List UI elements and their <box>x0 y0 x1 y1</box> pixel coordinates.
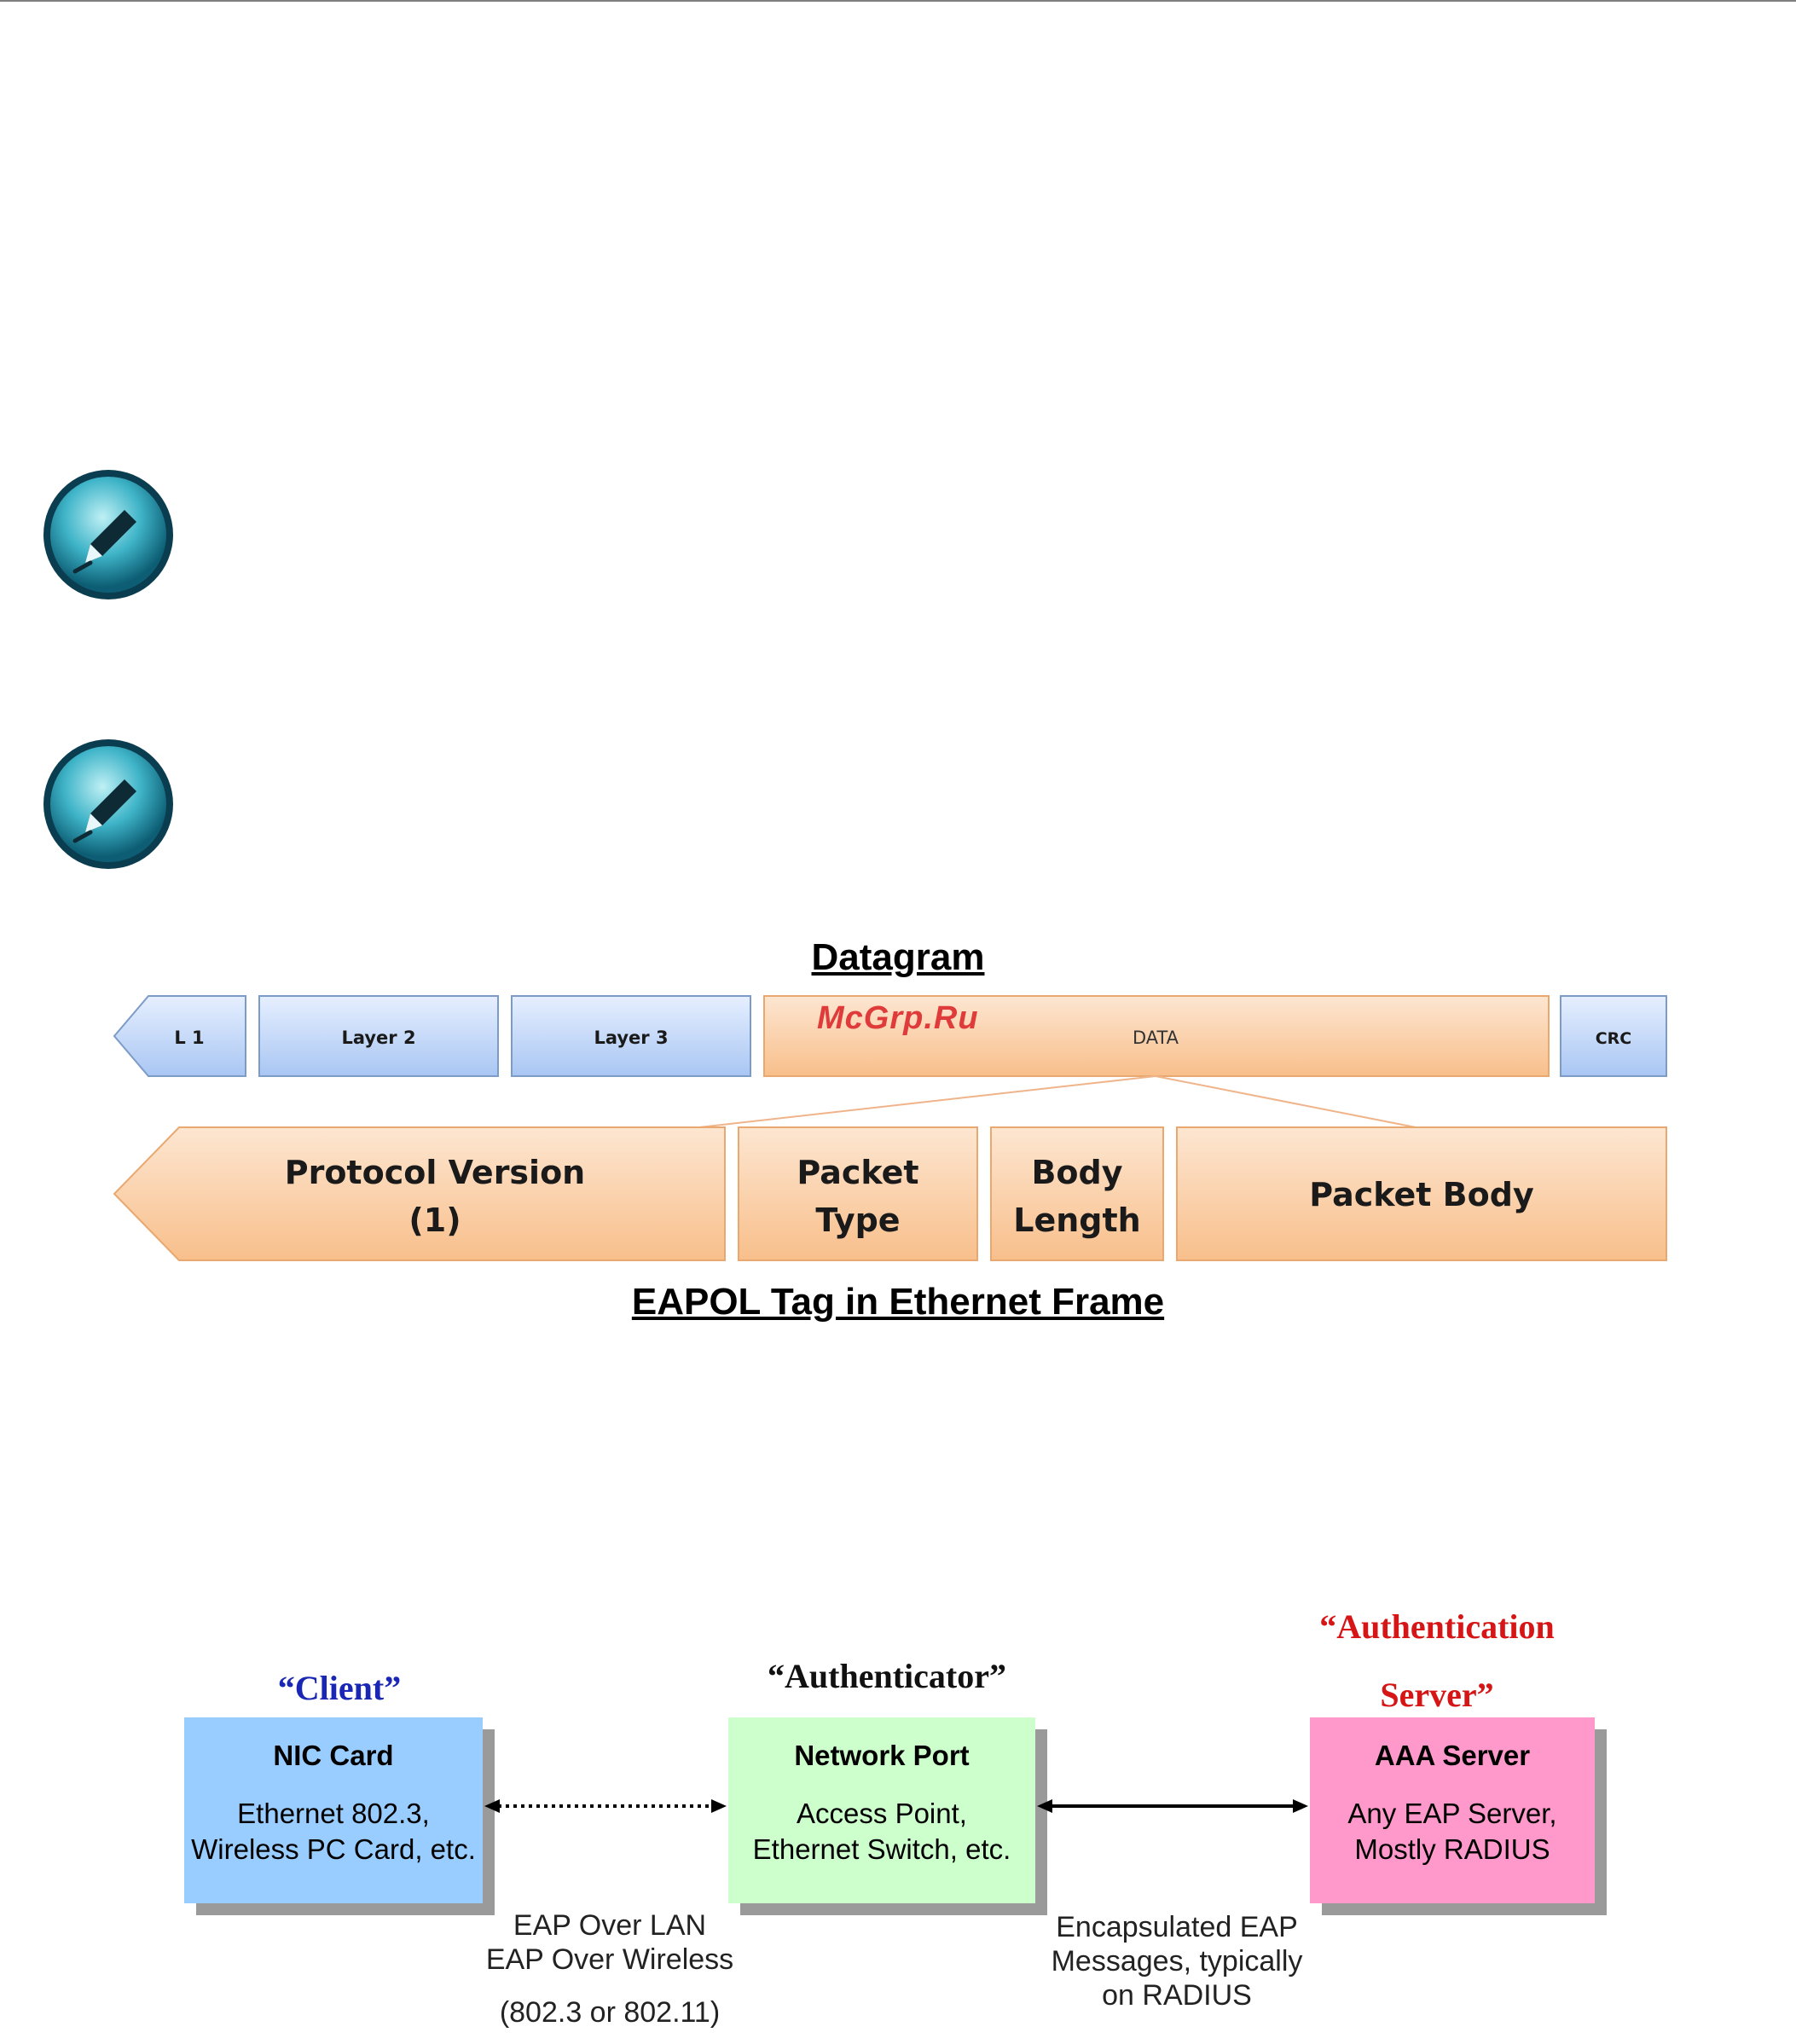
field-body-length: Body Length <box>990 1126 1164 1261</box>
note-pencil-icon <box>43 470 173 599</box>
expand-line-right <box>1155 1075 1417 1128</box>
segment-l1-label: L 1 <box>174 1028 204 1048</box>
link-note-line1: Encapsulated EAP <box>1056 1911 1298 1943</box>
field-protocol-version-line2: (1) <box>408 1202 461 1239</box>
segment-l1: L 1 <box>113 995 246 1077</box>
link-note-line1: EAP Over LAN <box>513 1909 707 1942</box>
role-server: “Authentication Server” <box>1271 1593 1603 1729</box>
box-server-desc-line1: Any EAP Server, <box>1347 1798 1557 1829</box>
eapol-frame-diagram: L 1 Layer 2 Layer 3 DATA CRC Protocol Ve… <box>113 995 1667 1261</box>
datagram-title: Datagram <box>811 936 985 978</box>
expand-line-left <box>698 1075 1156 1128</box>
segment-crc: CRC <box>1560 995 1667 1077</box>
box-server: AAA Server Any EAP Server, Mostly RADIUS <box>1310 1717 1595 1903</box>
segment-layer2: Layer 2 <box>258 995 499 1077</box>
link-note-line3: on RADIUS <box>1102 1979 1252 2012</box>
box-authenticator-desc-line2: Ethernet Switch, etc. <box>752 1833 1011 1865</box>
segment-data: DATA <box>763 995 1550 1077</box>
segment-layer2-label: Layer 2 <box>341 1028 415 1048</box>
field-body-length-line1: Body <box>1031 1154 1122 1191</box>
segment-layer3: Layer 3 <box>511 995 751 1077</box>
field-packet-type-line1: Packet <box>797 1154 918 1191</box>
eapol-caption: EAPOL Tag in Ethernet Frame <box>631 1281 1165 1323</box>
field-body-length-line2: Length <box>1013 1202 1140 1239</box>
box-server-desc: Any EAP Server, Mostly RADIUS <box>1310 1796 1595 1867</box>
box-authenticator: Network Port Access Point, Ethernet Swit… <box>728 1717 1035 1903</box>
role-server-line1: “Authentication <box>1319 1607 1555 1646</box>
watermark: McGrp.Ru <box>817 1000 979 1036</box>
box-client-title: NIC Card <box>273 1740 394 1771</box>
box-authenticator-desc-line1: Access Point, <box>797 1798 967 1829</box>
box-client-desc-line1: Ethernet 802.3, <box>237 1798 430 1829</box>
connector-authenticator-server <box>1037 1799 1308 1813</box>
field-packet-type-line2: Type <box>815 1202 900 1239</box>
box-server-title: AAA Server <box>1374 1740 1531 1771</box>
connector-client-authenticator <box>484 1799 727 1813</box>
field-protocol-version: Protocol Version (1) <box>113 1126 726 1261</box>
field-packet-body-label: Packet Body <box>1309 1176 1534 1213</box>
box-authenticator-title: Network Port <box>794 1740 970 1771</box>
top-rule <box>0 0 1796 2</box>
box-client-desc: Ethernet 802.3, Wireless PC Card, etc. <box>184 1796 483 1867</box>
arrowhead-right-icon <box>1293 1799 1308 1813</box>
box-client: NIC Card Ethernet 802.3, Wireless PC Car… <box>184 1717 483 1903</box>
field-protocol-version-line1: Protocol Version <box>285 1154 586 1191</box>
segment-data-label: DATA <box>1133 1028 1179 1048</box>
role-authenticator: “Authenticator” <box>768 1657 1006 1695</box>
role-server-line2: Server” <box>1380 1676 1494 1714</box>
field-packet-type: Packet Type <box>738 1126 978 1261</box>
arrowhead-right-icon <box>711 1799 727 1813</box>
arrowhead-left-icon <box>1037 1799 1052 1813</box>
link-note-client-authenticator: EAP Over LAN EAP Over Wireless (802.3 or… <box>443 1908 776 2030</box>
segment-layer3-label: Layer 3 <box>594 1028 668 1048</box>
link-note-line2: EAP Over Wireless <box>485 1943 734 1976</box>
link-note-line3: (802.3 or 802.11) <box>499 1996 721 2029</box>
segment-crc-label: CRC <box>1596 1029 1632 1048</box>
arrowhead-left-icon <box>484 1799 500 1813</box>
field-packet-body: Packet Body <box>1176 1126 1667 1261</box>
box-authenticator-desc: Access Point, Ethernet Switch, etc. <box>728 1796 1035 1867</box>
box-client-desc-line2: Wireless PC Card, etc. <box>191 1833 476 1865</box>
link-note-line2: Messages, typically <box>1051 1945 1303 1977</box>
box-server-desc-line2: Mostly RADIUS <box>1354 1833 1550 1865</box>
note-pencil-icon <box>43 739 173 869</box>
link-note-authenticator-server: Encapsulated EAP Messages, typically on … <box>1023 1910 1330 2012</box>
role-client: “Client” <box>277 1669 402 1707</box>
